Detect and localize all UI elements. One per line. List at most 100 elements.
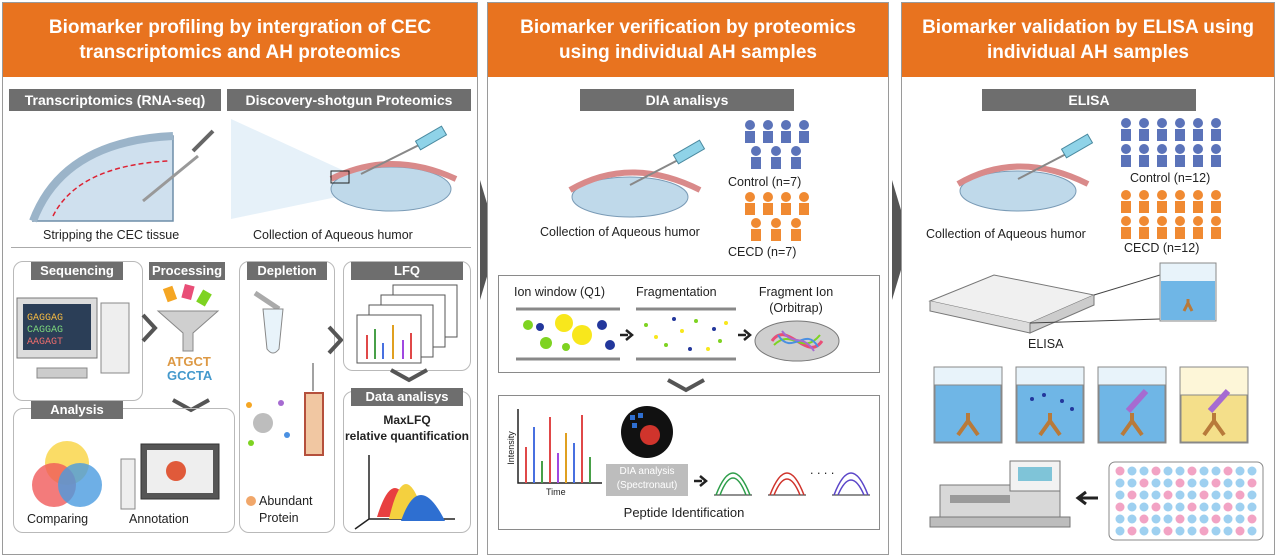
cecd-label-2: CECD (n=7) [728, 245, 797, 259]
fragment-ion-label: Fragment Ion [758, 285, 834, 299]
plate-well [1115, 490, 1125, 500]
plate-well [1127, 526, 1137, 536]
analysis-box [13, 408, 235, 533]
plate-well [1211, 526, 1221, 536]
plate-well [1199, 478, 1209, 488]
plate-well [1187, 478, 1197, 488]
dia-process-box [498, 275, 880, 373]
spectra-stack-icon [356, 284, 458, 364]
lfq-header: LFQ [351, 262, 463, 280]
chevron-down-icon-2 [390, 368, 428, 383]
processing-header: Processing [149, 262, 225, 280]
ion-window-graphic [516, 307, 620, 361]
panel-profiling: Biomarker profiling by intergration of C… [2, 2, 478, 555]
annotation-computer-icon [120, 443, 220, 510]
plate-well [1235, 514, 1245, 524]
plate-well [1223, 502, 1233, 512]
tube-icon [253, 290, 284, 354]
proteomics-header: Discovery-shotgun Proteomics [227, 89, 471, 111]
fragmentation-label: Fragmentation [636, 285, 717, 299]
comparing-label: Comparing [27, 512, 89, 526]
spectronaut-logo [621, 406, 673, 458]
plate-well [1163, 490, 1173, 500]
elisa-header: ELISA [982, 89, 1196, 111]
plate-well [1211, 514, 1221, 524]
plate-well [1163, 478, 1173, 488]
plate-well [1151, 526, 1161, 536]
collection-label-2: Collection of Aqueous humor [540, 225, 700, 239]
plate-well [1247, 502, 1257, 512]
elisa-label: ELISA [1028, 337, 1064, 351]
venn-diagram-icon [32, 441, 102, 507]
plate-well [1235, 490, 1245, 500]
plate-well [1127, 490, 1137, 500]
plate-well [1247, 514, 1257, 524]
panel-verification-title: Biomarker verification by proteomics usi… [488, 3, 888, 77]
plate-well [1139, 490, 1149, 500]
plate-well [1223, 478, 1233, 488]
relative-quant-label: relative quantification [344, 429, 470, 443]
orbitrap-graphic [754, 320, 840, 362]
abundant-protein-dot [246, 496, 256, 506]
plate-well [1235, 502, 1245, 512]
plate-well [1175, 490, 1185, 500]
plate-well [1151, 490, 1161, 500]
plate-well [1247, 526, 1257, 536]
panel-verification: Biomarker verification by proteomics usi… [487, 2, 889, 555]
plate-well [1223, 466, 1233, 476]
divider [11, 247, 471, 248]
xic-peaks-graphic [714, 472, 870, 496]
plate-well [1139, 502, 1149, 512]
plate-well [1199, 526, 1209, 536]
dna-sequence-2: GCCTA [167, 368, 213, 383]
panel-validation: Biomarker validation by ELISA using indi… [901, 2, 1275, 555]
ah-collection-illustration-3 [956, 133, 1094, 212]
plate-well [1127, 478, 1137, 488]
chevron-down-icon [172, 398, 210, 413]
collection-label-3: Collection of Aqueous humor [926, 227, 1086, 241]
protein-label: Protein [259, 511, 299, 525]
plate-well [1163, 502, 1173, 512]
svg-text:CAGGAG: CAGGAG [27, 325, 63, 336]
plate-well [1175, 514, 1185, 524]
plate-well [1127, 502, 1137, 512]
plate-well [1151, 502, 1161, 512]
arrow-right-icon-1 [620, 329, 634, 341]
abundant-label: Abundant [259, 494, 313, 508]
plate-well [1247, 490, 1257, 500]
plate-well [1211, 478, 1221, 488]
depletion-column-icon [246, 363, 324, 456]
plate-well [1127, 514, 1137, 524]
plate-well [1175, 526, 1185, 536]
arrow-left-icon [1075, 490, 1098, 506]
plate-well [1223, 526, 1233, 536]
elisa-wells-sequence [933, 366, 1249, 444]
collection-label-1: Collection of Aqueous humor [253, 228, 413, 242]
dia-header: DIA analisys [580, 89, 794, 111]
plate-well [1151, 466, 1161, 476]
plate-well [1187, 526, 1197, 536]
plate-well [1247, 466, 1257, 476]
cecd-group-icon-3 [1121, 190, 1221, 239]
intensity-axis-label: Intensity [505, 431, 516, 465]
control-label-3: Control (n=12) [1130, 171, 1211, 185]
plate-well [1163, 526, 1173, 536]
cecd-label-3: CECD (n=12) [1124, 241, 1200, 255]
stripping-label: Stripping the CEC tissue [43, 228, 180, 242]
plate-well [1175, 478, 1185, 488]
plate-well [1199, 514, 1209, 524]
plate-well [1175, 466, 1185, 476]
plate-well [1115, 466, 1125, 476]
plate-well [1211, 466, 1221, 476]
analysis-header: Analysis [31, 401, 123, 419]
transcriptomics-header: Transcriptomics (RNA-seq) [9, 89, 221, 111]
chevron-right-icon-2 [327, 325, 344, 355]
spectronaut-label: (Spectronaut) [616, 480, 678, 491]
panel-profiling-title: Biomarker profiling by intergration of C… [3, 3, 477, 77]
ellipsis-label: . . . . [810, 463, 835, 477]
maxlfq-label: MaxLFQ [383, 413, 431, 427]
plate-well [1199, 490, 1209, 500]
plate-well [1235, 466, 1245, 476]
depletion-box [239, 261, 335, 533]
plate-well [1211, 490, 1221, 500]
